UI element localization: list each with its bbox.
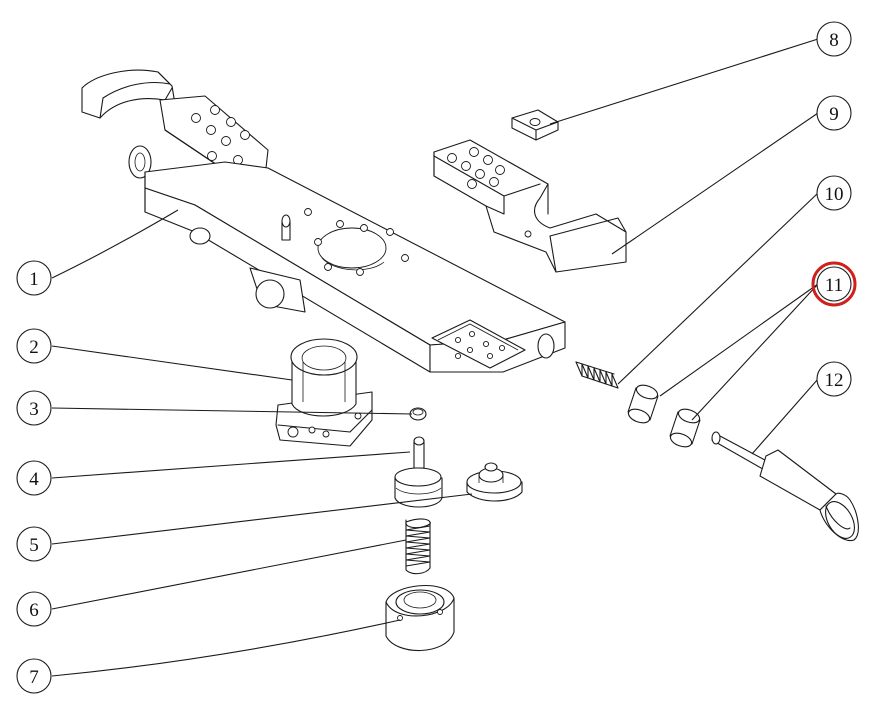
callout-label-2: 2 [29,337,39,358]
callout-bubble-8: 8 [816,21,852,57]
leader-8 [549,38,819,125]
part-4-piston [394,436,443,508]
callout-label-1: 1 [29,269,39,290]
callout-bubble-11: 11 [811,261,857,307]
leader-1 [51,209,179,279]
callout-bubble-7: 7 [16,658,52,694]
callout-bubble-6: 6 [16,591,52,627]
leader-11a [659,283,819,397]
callout-label-6: 6 [29,600,39,621]
leader-3 [51,407,413,415]
leader-12 [751,378,819,455]
part-12-pin [711,431,859,542]
leader-10 [617,192,819,385]
leader-9 [611,112,819,255]
callout-label-12: 12 [825,370,844,391]
callout-label-8: 8 [829,30,839,51]
leader-2 [51,345,293,381]
leader-7 [51,619,401,677]
part-1-base-bar [81,69,566,373]
leader-lines [51,38,819,677]
callout-label-4: 4 [29,469,39,490]
callout-bubble-12: 12 [816,361,852,397]
part-3-small-plug [409,407,427,421]
callout-label-10: 10 [825,184,844,205]
callout-bubble-5: 5 [16,526,52,562]
callout-label-7: 7 [29,667,39,688]
callout-label-5: 5 [29,535,39,556]
callout-label-3: 3 [29,399,39,420]
leader-11b [691,283,819,421]
part-7-cap-nut [385,585,455,652]
part-8-small-plate [511,109,559,141]
part-10-horizontal-spring [575,361,619,389]
part-6-vertical-spring [405,518,431,575]
leader-4 [51,451,411,479]
callout-bubble-9: 9 [816,95,852,131]
leader-6 [51,539,407,610]
part-9-jaw-block [433,139,627,273]
callout-bubble-10: 10 [816,175,852,211]
part-2-cylinder-housing [275,338,373,447]
callout-label-11: 11 [825,275,843,296]
callout-bubble-4: 4 [16,460,52,496]
highlight-ring [811,261,857,307]
part-11-bushings [627,384,701,448]
callout-label-9: 9 [829,104,839,125]
callout-bubble-3: 3 [16,390,52,426]
leader-5 [51,493,473,545]
callout-bubble-2: 2 [16,328,52,364]
part-5-valve-disc [466,462,523,502]
callout-bubble-1: 1 [16,260,52,296]
